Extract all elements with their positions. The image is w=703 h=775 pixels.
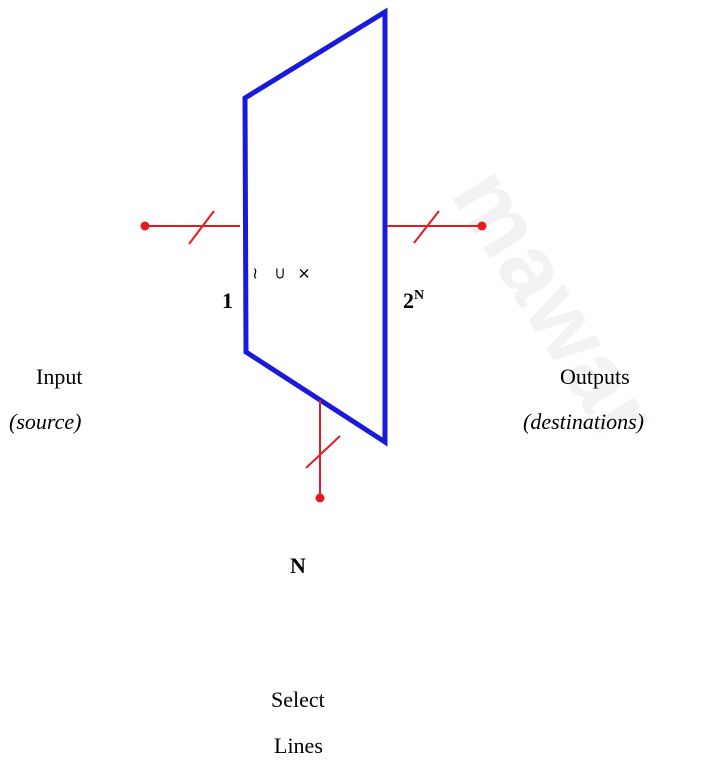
input-subtitle: (source) xyxy=(9,409,82,434)
select-title: Select xyxy=(271,687,325,712)
input-title: Input xyxy=(36,364,83,389)
outputs-subtitle: (destinations) xyxy=(523,409,644,434)
input-bus-slash xyxy=(188,210,215,245)
demux-block xyxy=(242,7,388,447)
select-terminal xyxy=(315,493,325,503)
output-port-base: 2 xyxy=(403,288,414,313)
input-terminal xyxy=(140,221,150,231)
block-glyph: ~ xyxy=(246,266,266,281)
output-port-exponent: N xyxy=(414,288,425,303)
input-port-label: 1 xyxy=(222,288,233,313)
block-glyph: ⊃ xyxy=(270,266,290,281)
block-glyph: × xyxy=(295,266,315,281)
output-terminal xyxy=(477,221,487,231)
output-bus-slash xyxy=(413,210,440,244)
select-count-label: N xyxy=(290,553,306,578)
output-port-label: 2N xyxy=(403,288,425,313)
select-subtitle: Lines xyxy=(274,733,323,758)
block-glyphs: ~ ⊃ × xyxy=(246,264,359,284)
select-bus-slash xyxy=(305,435,341,469)
outputs-title: Outputs xyxy=(560,364,630,389)
